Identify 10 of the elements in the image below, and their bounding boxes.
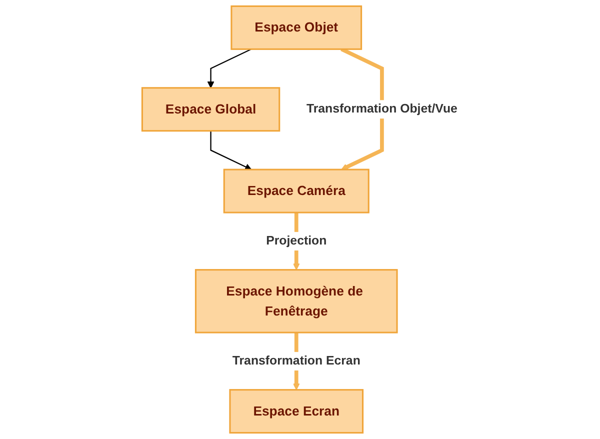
node-box: Espace Ecran (229, 389, 364, 434)
arrow (210, 130, 252, 170)
edge-label: Transformation Ecran (232, 354, 361, 368)
node-box: Espace Objet (230, 5, 362, 50)
edge-label: Transformation Objet/Vue (306, 102, 458, 116)
node-box: Espace Caméra (224, 168, 370, 214)
node-box: Espace Global (142, 87, 280, 132)
arrow (208, 48, 252, 88)
node-box: Espace Homogène de Fenêtrage (195, 269, 398, 334)
edge-label: Projection (266, 234, 327, 248)
